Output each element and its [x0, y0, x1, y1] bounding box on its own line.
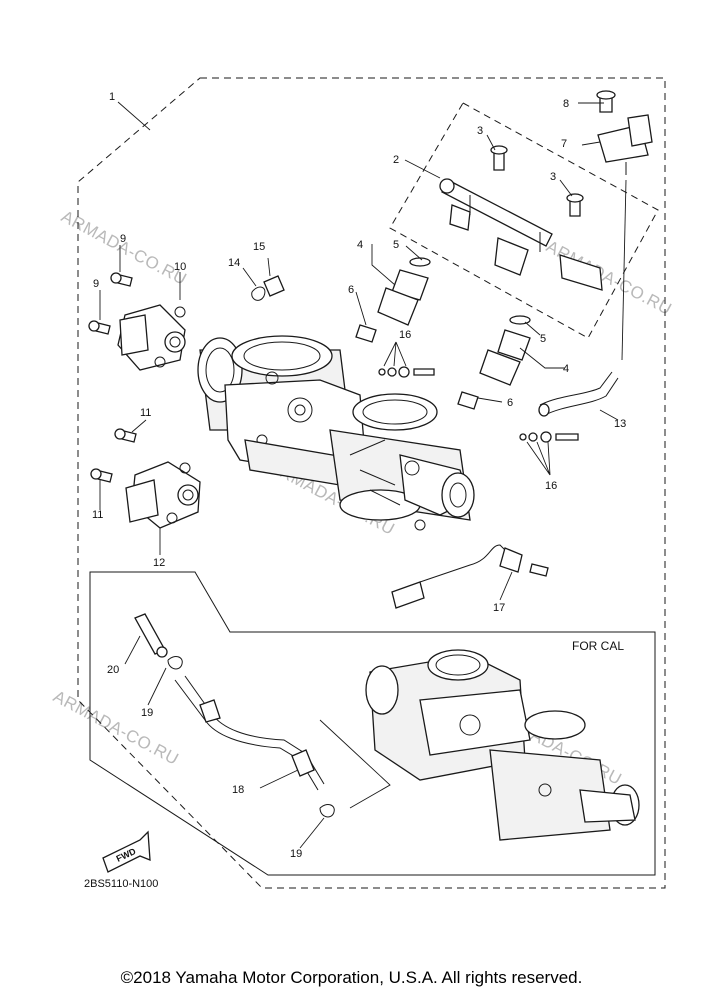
small-fittings-16 — [378, 366, 579, 443]
cal-fitting-20 — [134, 613, 168, 658]
screws-9 — [88, 272, 133, 335]
fuel-rail — [439, 178, 603, 291]
watermark: ARMADA-CO.RU — [50, 687, 182, 769]
callout-16: 16 — [545, 480, 557, 492]
callout-15: 15 — [253, 241, 265, 253]
callout-10: 10 — [174, 261, 186, 273]
throttle-body — [197, 335, 475, 531]
rail-screws — [490, 145, 584, 217]
callout-11: 11 — [140, 407, 151, 419]
callout-19: 19 — [290, 848, 302, 860]
fwd-arrow: FWD — [102, 830, 151, 873]
for-cal-label: FOR CAL — [572, 639, 624, 653]
callout-5: 5 — [393, 239, 399, 251]
callout-19: 19 — [141, 707, 153, 719]
callout-13: 13 — [614, 418, 626, 430]
callout-3: 3 — [550, 171, 556, 183]
callout-9: 9 — [120, 233, 126, 245]
callout-20: 20 — [107, 664, 119, 676]
throttle-sensor-upper — [117, 304, 186, 371]
callout-16: 16 — [399, 329, 411, 341]
callout-6: 6 — [348, 284, 354, 296]
throttle-sensor-lower — [125, 461, 201, 529]
sensor-harness — [391, 544, 549, 609]
callout-9: 9 — [93, 278, 99, 290]
pressure-sensor — [596, 90, 653, 175]
for-cal-frame — [89, 571, 656, 876]
callout-12: 12 — [153, 557, 165, 569]
callout-11: 11 — [92, 509, 103, 521]
clamp-cap — [251, 275, 285, 301]
diagram-code: 2BS5110-N100 — [84, 878, 158, 890]
callout-17: 17 — [493, 602, 505, 614]
injector-upper — [355, 257, 431, 343]
cal-clips-19 — [167, 656, 335, 818]
callout-7: 7 — [561, 138, 567, 150]
callout-8: 8 — [563, 98, 569, 110]
cal-hose — [174, 675, 325, 791]
cal-throttle-body — [365, 649, 640, 841]
callout-6: 6 — [507, 397, 513, 409]
callout-4: 4 — [357, 239, 363, 251]
callout-5: 5 — [540, 333, 546, 345]
callout-4: 4 — [563, 363, 569, 375]
vacuum-hose — [538, 179, 627, 417]
callout-18: 18 — [232, 784, 244, 796]
callout-2: 2 — [393, 154, 399, 166]
fuel-rail-outline — [389, 102, 659, 339]
screws-11 — [90, 428, 137, 483]
copyright-notice: ©2018 Yamaha Motor Corporation, U.S.A. A… — [120, 968, 583, 987]
callout-14: 14 — [228, 257, 240, 269]
injector-lower — [457, 315, 531, 410]
callouts: 1 2 3 3 4 5 6 8 7 9 9 10 14 15 16 5 4 6 … — [92, 91, 626, 860]
leader-lines — [99, 101, 619, 849]
callout-1: 1 — [109, 91, 115, 103]
callout-3: 3 — [477, 125, 483, 137]
